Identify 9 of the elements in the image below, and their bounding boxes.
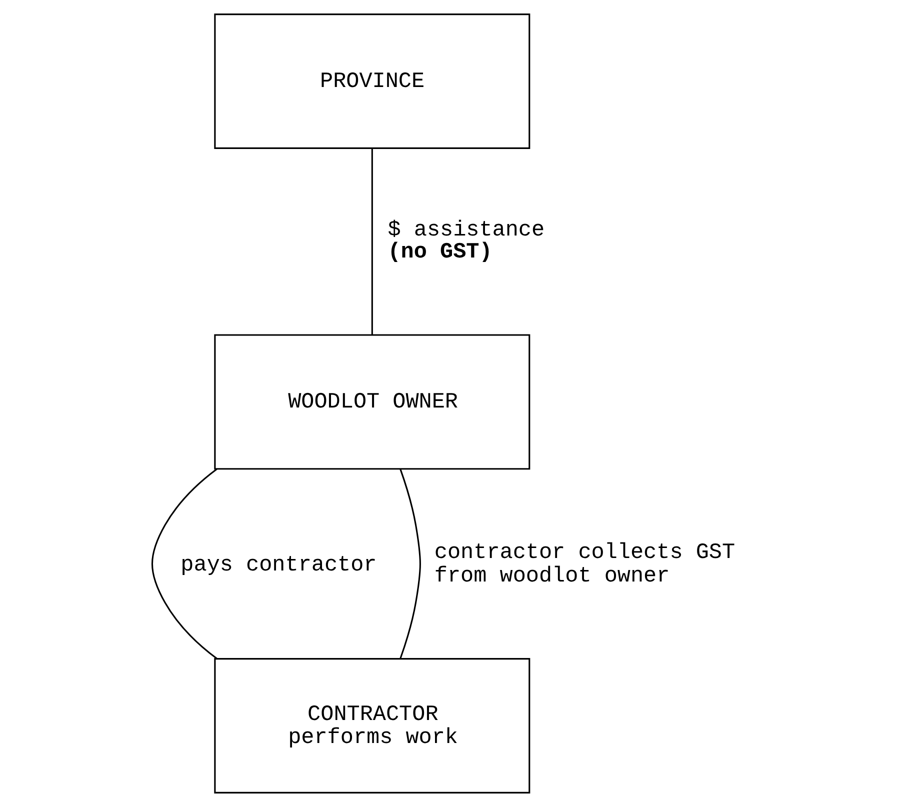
node-box: PROVINCE	[214, 14, 530, 149]
connector	[152, 468, 218, 660]
node-box: WOODLOT OWNER	[214, 334, 530, 470]
edge-label: $ assistance (no GST)	[388, 218, 545, 264]
connector	[400, 468, 421, 659]
edge-label: pays contractor	[180, 552, 377, 578]
node-box: CONTRACTOR performs work	[214, 658, 530, 794]
connector	[371, 148, 373, 335]
edge-label: contractor collects GST from woodlot owner	[434, 540, 736, 588]
